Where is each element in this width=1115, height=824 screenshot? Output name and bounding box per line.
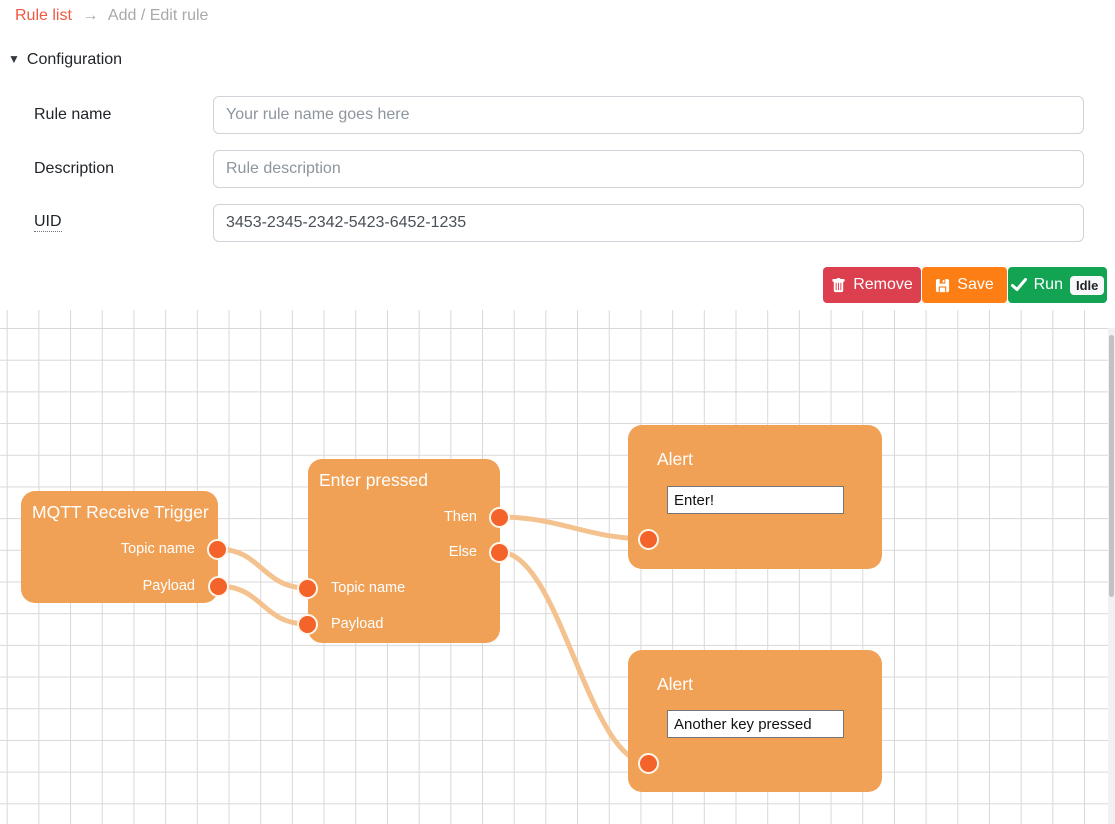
socket-enter-topic-name-input[interactable] <box>296 577 318 599</box>
connection-then-alert <box>497 514 651 542</box>
uid-label: UID <box>34 213 62 232</box>
run-button-label: Run <box>1033 276 1063 293</box>
connection-topic-name <box>214 546 310 591</box>
socket-enter-else-output[interactable] <box>488 541 510 563</box>
uid-input[interactable] <box>213 204 1084 242</box>
save-button[interactable]: Save <box>922 267 1007 303</box>
run-button[interactable]: Run Idle <box>1008 267 1107 303</box>
remove-button-label: Remove <box>853 276 913 293</box>
socket-mqtt-payload-output[interactable] <box>207 575 229 597</box>
alert-message-input[interactable] <box>667 486 844 514</box>
configuration-section-toggle[interactable]: ▼ Configuration <box>8 51 122 69</box>
node-alert-other-key[interactable]: Alert <box>628 650 882 792</box>
connection-else-alert <box>497 549 651 766</box>
socket-enter-payload-input[interactable] <box>296 613 318 635</box>
save-icon <box>936 278 950 292</box>
node-alert-enter[interactable]: Alert <box>628 425 882 569</box>
trash-icon <box>832 277 845 292</box>
socket-enter-then-output[interactable] <box>488 506 510 528</box>
collapse-triangle-icon: ▼ <box>8 52 20 66</box>
scrollbar-thumb[interactable] <box>1109 335 1114 597</box>
description-input[interactable] <box>213 150 1084 188</box>
breadcrumb-arrow: → <box>82 7 99 24</box>
node-title: MQTT Receive Trigger <box>32 502 209 522</box>
output-label-else: Else <box>448 544 477 560</box>
configuration-title: Configuration <box>26 51 123 68</box>
breadcrumb-current: Add / Edit rule <box>107 7 209 24</box>
node-title: Enter pressed <box>319 470 428 490</box>
connection-payload <box>215 583 310 627</box>
alert-message-input[interactable] <box>667 710 844 738</box>
check-icon <box>1010 278 1027 291</box>
save-button-label: Save <box>957 276 994 293</box>
vertical-scrollbar[interactable] <box>1108 328 1115 824</box>
socket-mqtt-topic-name-output[interactable] <box>206 538 228 560</box>
description-label: Description <box>34 160 115 177</box>
socket-alert1-input[interactable] <box>637 528 659 550</box>
output-label-payload: Payload <box>142 578 195 594</box>
remove-button[interactable]: Remove <box>823 267 921 303</box>
output-label-topic-name: Topic name <box>120 541 195 557</box>
input-label-topic-name: Topic name <box>331 580 406 596</box>
breadcrumb: Rule list → Add / Edit rule <box>15 7 208 25</box>
node-mqtt-receive-trigger[interactable]: MQTT Receive Trigger Topic name Payload <box>21 491 218 603</box>
rule-name-label: Rule name <box>34 106 112 123</box>
input-label-payload: Payload <box>331 616 384 632</box>
breadcrumb-rule-list-link[interactable]: Rule list <box>15 7 72 24</box>
socket-alert2-input[interactable] <box>637 752 659 774</box>
node-editor-canvas[interactable]: MQTT Receive Trigger Topic name Payload … <box>0 310 1108 824</box>
connection-layer <box>214 514 651 766</box>
rule-name-input[interactable] <box>213 96 1084 134</box>
run-status-badge: Idle <box>1069 275 1105 295</box>
node-title: Alert <box>657 449 693 469</box>
node-title: Alert <box>657 674 693 694</box>
output-label-then: Then <box>443 509 477 525</box>
node-enter-pressed[interactable]: Enter pressed Then Else Topic name Paylo… <box>308 459 500 643</box>
